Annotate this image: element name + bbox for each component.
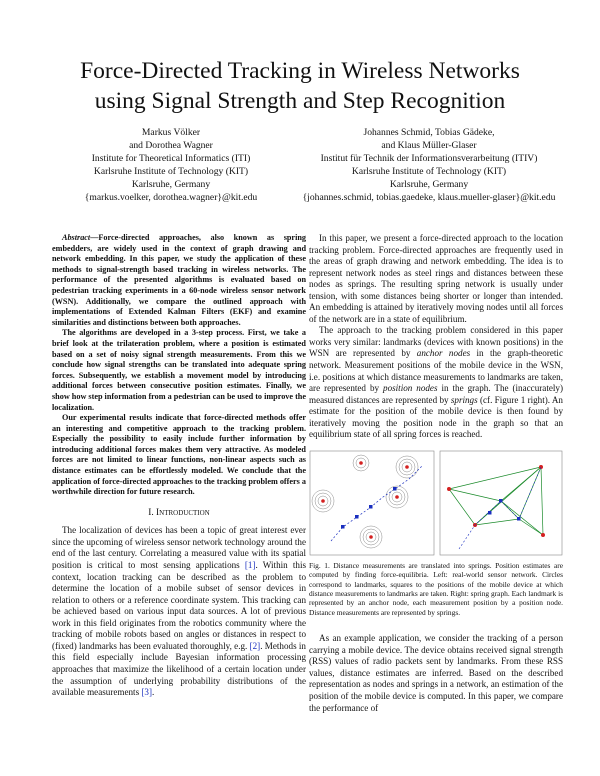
- email-line: {johannes.schmid, tobias.gaedeke, klaus.…: [302, 192, 556, 203]
- body-paragraph: As an example application, we consider t…: [309, 633, 563, 713]
- position-node-icon: [517, 516, 521, 521]
- affiliation-line: Karlsruhe, Germany: [131, 179, 211, 190]
- body-paragraph: The approach to the tracking problem con…: [309, 325, 563, 440]
- springs: [448, 466, 544, 536]
- title-line-2: using Signal Strength and Step Recogniti…: [94, 88, 506, 114]
- citation-link[interactable]: [2]: [249, 640, 261, 651]
- citation-link[interactable]: [3]: [141, 687, 152, 698]
- title-line-1: Force-Directed Tracking in Wireless Netw…: [80, 58, 520, 84]
- abstract-label: Abstract: [62, 233, 91, 242]
- section-heading: I. Introduction: [148, 507, 210, 518]
- trajectory-line: [458, 466, 542, 550]
- position-nodes: [488, 498, 521, 521]
- panel-border: [439, 450, 563, 556]
- citation-link[interactable]: [1]: [244, 560, 256, 571]
- author-block-right: Johannes Schmid, Tobias Gädeke, and Klau…: [298, 126, 560, 204]
- figure-caption: Fig. 1. Distance measurements are transl…: [309, 560, 563, 617]
- position-square-icon: [393, 486, 397, 491]
- affiliation-line: Karlsruhe Institute of Technology (KIT): [93, 166, 249, 177]
- landmark-icon: [359, 461, 363, 465]
- landmark-icon: [395, 495, 399, 499]
- affiliation-line: Institut für Technik der Informationsver…: [320, 153, 538, 164]
- position-node-icon: [499, 498, 503, 503]
- landmark-icon: [405, 465, 409, 469]
- author-line: Johannes Schmid, Tobias Gädeke,: [363, 127, 495, 138]
- affiliation-line: Karlsruhe Institute of Technology (KIT): [351, 166, 507, 177]
- author-line: and Dorothea Wagner: [129, 140, 213, 151]
- landmark-icon: [369, 535, 373, 539]
- email-line: {markus.voelker, dorothea.wagner}@kit.ed…: [84, 192, 258, 203]
- figure-1-diagram: [309, 450, 563, 556]
- intro-paragraph: The localization of devices has been a t…: [52, 525, 307, 698]
- body-paragraph: In this paper, we present a force-direct…: [309, 233, 563, 324]
- anchor-node-icon: [539, 464, 543, 469]
- panel-border: [309, 450, 435, 556]
- author-block-left: Markus Völker and Dorothea Wagner Instit…: [40, 126, 302, 204]
- left-column: Abstract—Force-directed approaches, also…: [52, 233, 306, 699]
- position-square-icon: [369, 504, 373, 509]
- abstract-paragraph-2: The algorithms are developed in a 3-step…: [52, 328, 306, 412]
- abstract: Abstract—Force-directed approaches, also…: [52, 233, 306, 498]
- affiliation-line: Institute for Theoretical Informatics (I…: [91, 153, 251, 164]
- position-node-icon: [488, 510, 492, 515]
- position-markers: [341, 486, 397, 529]
- abstract-paragraph-1: Abstract—Force-directed approaches, also…: [52, 233, 306, 327]
- paper-title: Force-Directed Tracking in Wireless Netw…: [0, 56, 600, 116]
- anchor-node-icon: [541, 532, 545, 537]
- right-column: In this paper, we present a force-direct…: [309, 233, 563, 714]
- author-line: Markus Völker: [141, 127, 201, 138]
- affiliation-line: Karlsruhe, Germany: [389, 179, 469, 190]
- abstract-paragraph-3: Our experimental results indicate that f…: [52, 413, 306, 497]
- trajectory-line: [330, 464, 424, 542]
- position-square-icon: [355, 514, 359, 519]
- figure-right-panel: [439, 450, 563, 556]
- author-line: and Klaus Müller-Glaser: [381, 140, 477, 151]
- position-square-icon: [341, 524, 345, 529]
- landmarks: [321, 461, 409, 539]
- anchor-nodes: [447, 464, 545, 537]
- landmark-icon: [321, 499, 325, 503]
- range-circles: [311, 454, 419, 549]
- figure-1: [309, 449, 563, 559]
- anchor-node-icon: [447, 486, 451, 491]
- figure-left-panel: [309, 450, 435, 556]
